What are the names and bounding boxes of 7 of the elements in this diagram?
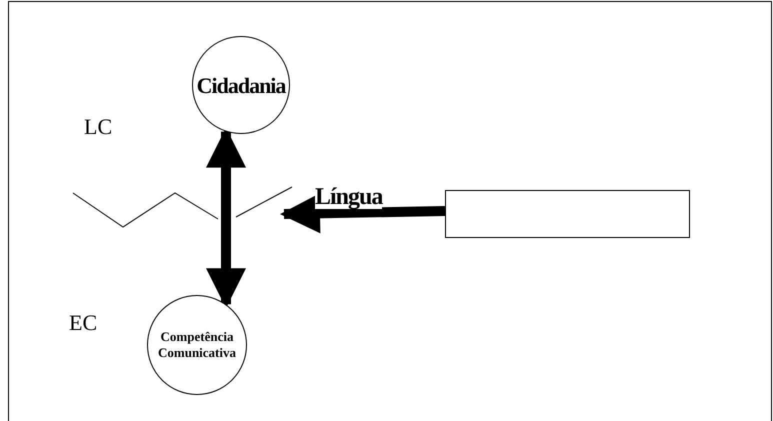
edge-label: Língua [315, 185, 382, 209]
side-label: EC [69, 312, 98, 334]
side-label: LC [84, 116, 112, 138]
empty-box [445, 190, 690, 238]
node-label: Cidadania [196, 72, 287, 100]
node-label: Competência Comunicativa [157, 329, 237, 361]
arrow [280, 193, 446, 234]
